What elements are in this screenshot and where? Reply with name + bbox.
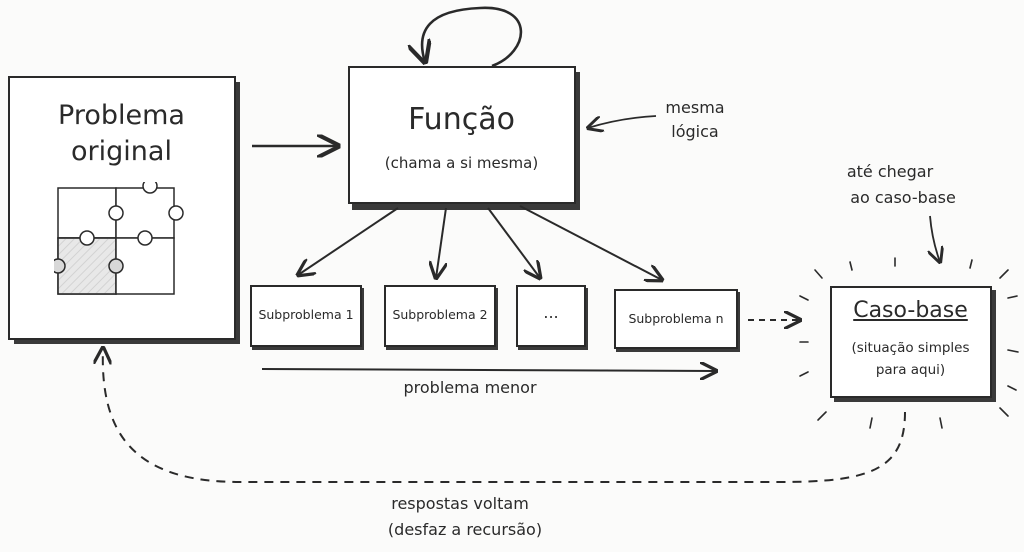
original-problem-box: Problema original [8,76,236,340]
smaller-problem-label: problema menor [403,378,537,397]
base-case-desc-line2: para aqui) [875,362,946,378]
subproblem-label-2: Subproblema 2 [392,307,488,322]
function-title: Função [408,102,515,137]
until-base-label-line2: ao caso-base [850,188,956,207]
puzzle-icon [54,182,184,295]
subproblem-label-1: Subproblema 1 [258,307,354,322]
base-case-box: Caso-base (situação simples para aqui) [830,286,992,398]
same-logic-label-line1: mesma [665,98,725,117]
until-base-label-line1: até chegar [846,162,934,181]
same-logic-arrow [588,115,657,128]
answers-return-label-line2: (desfaz a recursão) [387,520,543,539]
subproblem-box-2: Subproblema 2 [384,285,496,347]
recursion-loop-arrow [422,6,523,66]
split-arrow-4 [519,205,662,280]
original-problem-title-line2: original [71,136,172,167]
base-case-title: Caso-base [853,298,968,323]
original-problem-title-line1: Problema [58,100,185,131]
subproblem-box-n: Subproblema n [614,289,738,349]
subproblem-label-n: Subproblema n [628,311,724,326]
split-arrow-2 [436,207,446,278]
answers-return-label-line1: respostas voltam [391,494,529,513]
subproblem-box-1: Subproblema 1 [250,285,362,347]
base-case-desc-line1: (situação simples [851,340,970,356]
same-logic-label-line2: lógica [671,122,719,141]
smaller-problem-arrow [261,369,716,371]
base-case-glow [799,257,1019,429]
subproblem-box-ellipsis: ... [516,285,586,347]
split-arrow-1 [298,207,399,275]
until-base-arrow [930,215,940,262]
split-arrow-3 [487,207,540,278]
function-subtitle: (chama a si mesma) [384,154,539,172]
return-answers-arrow [103,348,906,483]
function-box: Função (chama a si mesma) [348,66,576,204]
subproblem-label-ellipsis: ... [543,303,559,322]
